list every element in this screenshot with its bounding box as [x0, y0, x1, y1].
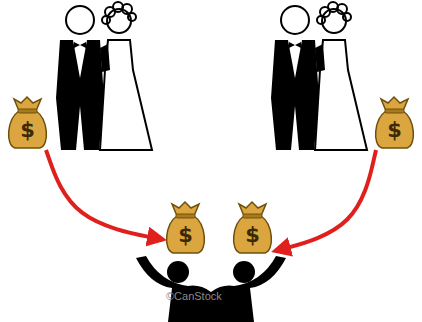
groom-shirt	[73, 40, 87, 78]
dollar-sign: $	[5, 118, 50, 142]
money-bag: $	[230, 200, 275, 255]
bow-tie	[74, 42, 86, 48]
flow-arrow	[275, 150, 376, 251]
watermark: ©CanStock	[166, 290, 222, 302]
child-figure	[136, 256, 211, 322]
child-figure	[211, 256, 286, 322]
dollar-sign: $	[163, 223, 208, 247]
money-bag: $	[372, 95, 417, 150]
wedding-couple	[56, 2, 152, 150]
wedding-couple	[271, 2, 367, 150]
dollar-sign: $	[230, 223, 275, 247]
bride-hair	[102, 2, 136, 24]
flow-arrow	[46, 150, 163, 240]
groom-arm	[100, 44, 110, 72]
dollar-sign: $	[372, 118, 417, 142]
bride-dress	[100, 40, 152, 150]
groom-suit	[56, 40, 104, 150]
money-bag: $	[163, 200, 208, 255]
groom-head	[66, 6, 94, 34]
money-bag: $	[5, 95, 50, 150]
